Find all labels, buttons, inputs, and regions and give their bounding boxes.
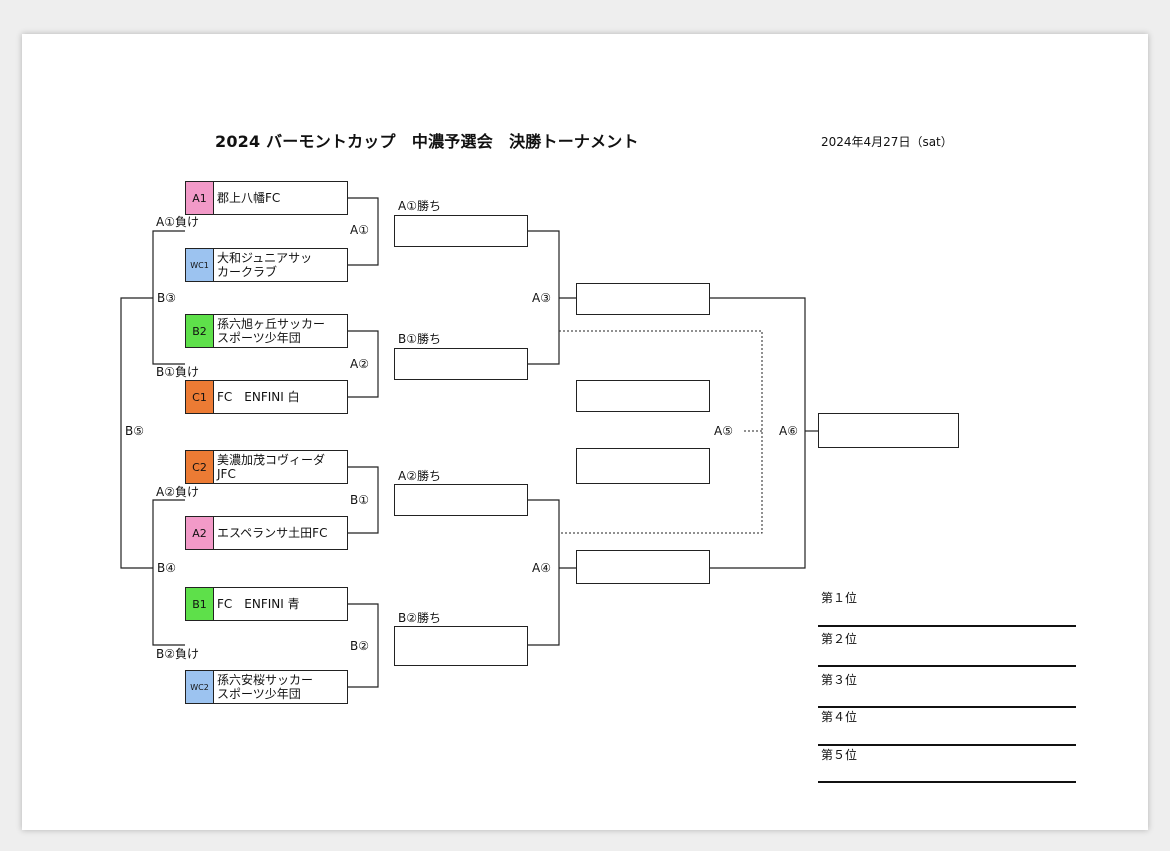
team-name: FC ENFINI 青 — [217, 597, 300, 611]
result-slot-a2-winner — [394, 484, 528, 516]
team-slot: B1 FC ENFINI 青 — [185, 587, 348, 621]
result-slot-third-1 — [576, 380, 710, 412]
event-date: 2024年4月27日（sat） — [821, 135, 953, 149]
label-b5: B⑤ — [125, 424, 144, 438]
label-a1-lose: A①負け — [156, 215, 199, 229]
label-b3: B③ — [157, 291, 176, 305]
result-slot-a1-winner — [394, 215, 528, 247]
team-name: 孫六旭ヶ丘サッカー スポーツ少年団 — [217, 317, 326, 345]
result-slot-champion — [818, 413, 959, 448]
rank-label-5: 第５位 — [821, 748, 858, 762]
bracket-line-a4 — [528, 499, 560, 646]
label-b2-win: B②勝ち — [398, 611, 441, 625]
result-slot-b1-winner — [394, 348, 528, 380]
label-a2: A② — [350, 357, 369, 371]
label-b2-lose: B②負け — [156, 647, 199, 661]
seed-badge: C1 — [186, 381, 214, 413]
label-a1: A① — [350, 223, 369, 237]
rank-line — [818, 781, 1076, 783]
seed-badge: B2 — [186, 315, 214, 347]
label-b1-lose: B①負け — [156, 365, 199, 379]
rank-label-2: 第２位 — [821, 632, 858, 646]
team-slot: C2 美濃加茂コヴィーダ JFC — [185, 450, 348, 484]
team-name: 郡上八幡FC — [217, 191, 281, 205]
team-slot: A2 エスペランサ土田FC — [185, 516, 348, 550]
team-slot: A1 郡上八幡FC — [185, 181, 348, 215]
label-b4: B④ — [157, 561, 176, 575]
bracket-line-b5 — [120, 297, 153, 569]
label-a5: A⑤ — [714, 424, 733, 438]
label-a6: A⑥ — [779, 424, 798, 438]
bracket-line-b1 — [347, 466, 379, 534]
label-a4: A④ — [532, 561, 551, 575]
seed-badge: WC1 — [186, 249, 214, 281]
bracket-line-a2 — [347, 330, 379, 398]
result-slot-a3 — [576, 283, 710, 315]
team-name: 孫六安桜サッカー スポーツ少年団 — [217, 673, 314, 701]
team-name: FC ENFINI 白 — [217, 390, 300, 404]
rank-line — [818, 625, 1076, 627]
rank-label-4: 第４位 — [821, 710, 858, 724]
label-a1-win: A①勝ち — [398, 199, 441, 213]
seed-badge: WC2 — [186, 671, 214, 703]
label-a3: A③ — [532, 291, 551, 305]
team-slot: WC1 大和ジュニアサッ カークラブ — [185, 248, 348, 282]
label-a2-lose: A②負け — [156, 485, 199, 499]
result-slot-b2-winner — [394, 626, 528, 666]
team-slot: WC2 孫六安桜サッカー スポーツ少年団 — [185, 670, 348, 704]
page-title: 2024 バーモントカップ 中濃予選会 決勝トーナメント — [215, 132, 639, 151]
result-slot-a4 — [576, 550, 710, 584]
team-name: 大和ジュニアサッ カークラブ — [217, 251, 313, 279]
team-name: 美濃加茂コヴィーダ JFC — [217, 453, 326, 481]
seed-badge: B1 — [186, 588, 214, 620]
label-b1-win: B①勝ち — [398, 332, 441, 346]
label-a2-win: A②勝ち — [398, 469, 441, 483]
bracket-line-a5 — [559, 330, 763, 534]
seed-badge: C2 — [186, 451, 214, 483]
seed-badge: A1 — [186, 182, 214, 214]
team-name: エスペランサ土田FC — [217, 526, 328, 540]
label-b2: B② — [350, 639, 369, 653]
result-slot-third-2 — [576, 448, 710, 484]
bracket-line-a1 — [347, 197, 379, 266]
seed-badge: A2 — [186, 517, 214, 549]
bracket-line-b2 — [347, 603, 379, 688]
team-slot: C1 FC ENFINI 白 — [185, 380, 348, 414]
rank-line — [818, 744, 1076, 746]
bracket-line-a6 — [710, 297, 806, 569]
bracket-line-b4 — [152, 499, 185, 646]
rank-line — [818, 706, 1076, 708]
rank-label-3: 第３位 — [821, 673, 858, 687]
rank-label-1: 第１位 — [821, 591, 858, 605]
rank-line — [818, 665, 1076, 667]
team-slot: B2 孫六旭ヶ丘サッカー スポーツ少年団 — [185, 314, 348, 348]
label-b1: B① — [350, 493, 369, 507]
